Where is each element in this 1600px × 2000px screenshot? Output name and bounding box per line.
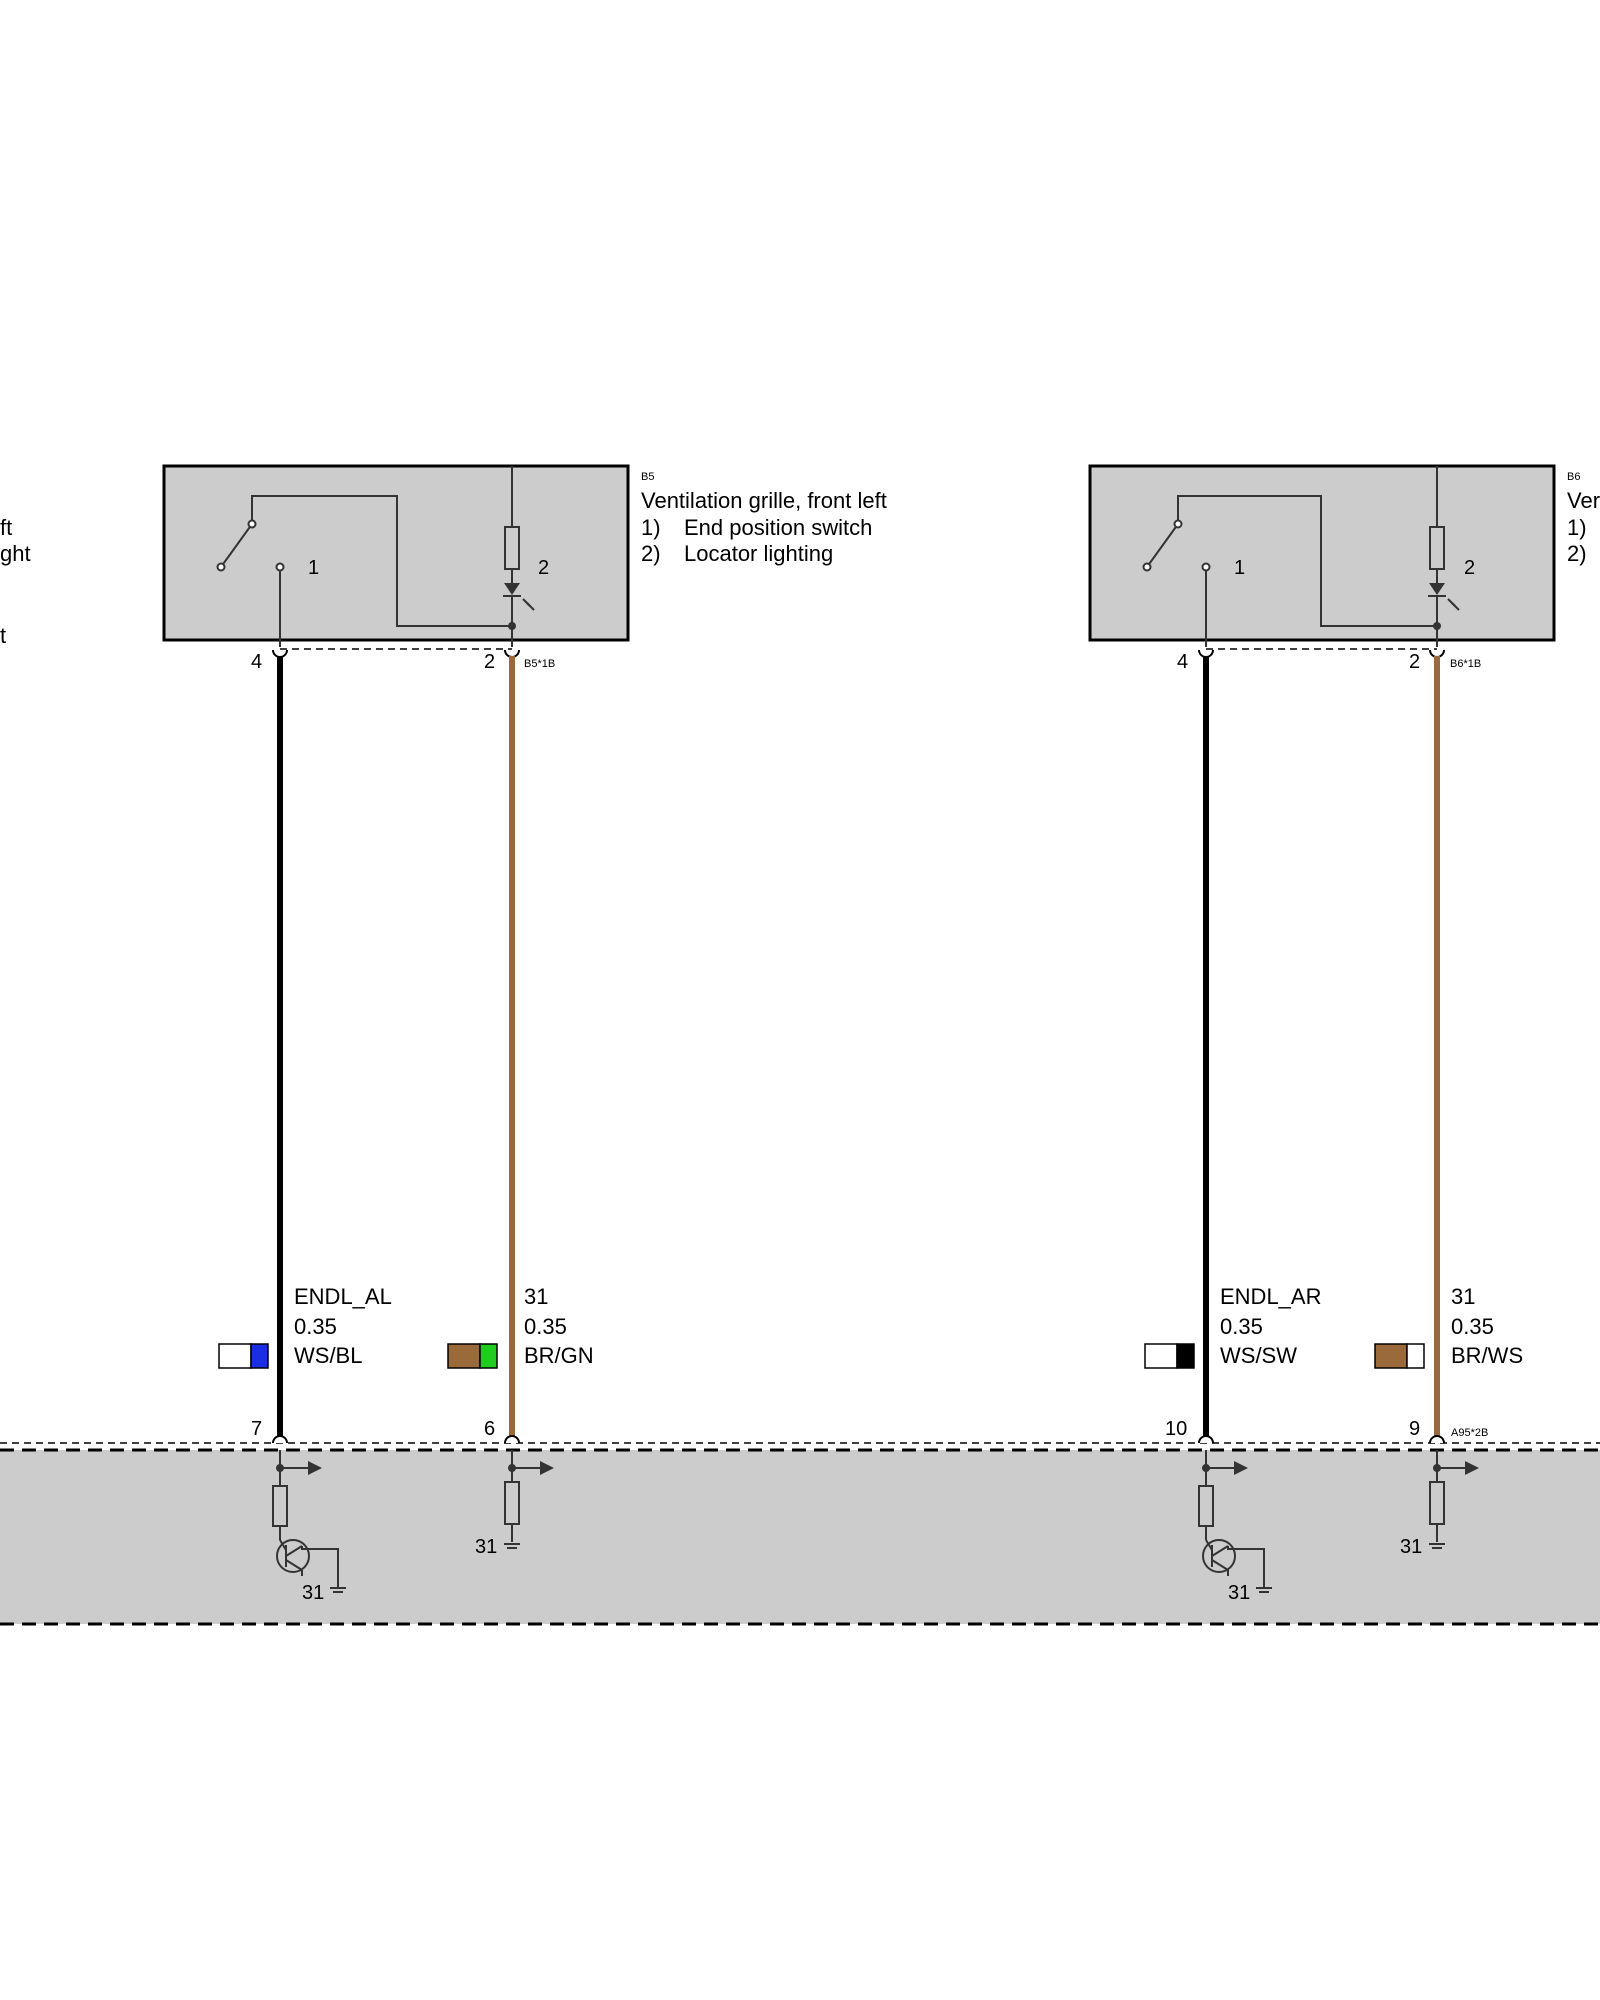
b5-component-id: B5: [641, 471, 654, 483]
b5-pin-4: 4: [251, 651, 262, 673]
b6-connector-id: B6*1B: [1450, 658, 1481, 670]
b6-pin-2-terminal: [1429, 649, 1445, 658]
wire-color-swatch-2: [479, 1343, 498, 1369]
b6-component-id: B6: [1567, 471, 1580, 483]
b6-internal-label-2: 2: [1464, 557, 1475, 579]
ground-label-31: 31: [1400, 1536, 1422, 1558]
component-b6: 1 2 B6 Ver 1) 2) 4 2 B6*1B: [1088, 464, 1600, 673]
wire-color-code: BR/WS: [1451, 1343, 1523, 1368]
wire-label-endl-ar: ENDL_AR 0.35 WS/SW: [1144, 1284, 1321, 1369]
end-position-switch-icon: [1142, 495, 1437, 647]
module-pin-6: 6: [484, 1418, 495, 1440]
wire-color-swatch-1: [447, 1343, 481, 1369]
module-pin-6-terminal: [504, 1435, 520, 1444]
transistor-input-icon: [1198, 1450, 1272, 1593]
b6-item-2-num: 2): [1567, 541, 1587, 566]
wire-label-endl-al: ENDL_AL 0.35 WS/BL: [218, 1284, 392, 1369]
b5-title: Ventilation grille, front left: [641, 488, 887, 513]
module-pin-10: 10: [1165, 1418, 1187, 1440]
b6-title: Ver: [1567, 488, 1600, 513]
wire-color-swatch-1: [1144, 1343, 1178, 1369]
control-module-a95: 7 6 10 9 A95*2B 31: [0, 1418, 1600, 1626]
left-fragment-1: ft: [0, 515, 12, 540]
wire-size: 0.35: [1220, 1314, 1263, 1339]
locator-lighting-icon: [1428, 466, 1460, 647]
b5-internal-label-2: 2: [538, 557, 549, 579]
left-fragment-3: t: [0, 623, 6, 648]
wire-color-swatch-2: [1406, 1343, 1425, 1369]
wire-color-swatch-1: [218, 1343, 252, 1369]
wire-signal: ENDL_AR: [1220, 1284, 1321, 1309]
module-pin-7-terminal: [272, 1435, 288, 1444]
b6-item-1-num: 1): [1567, 515, 1587, 540]
b6-pin-2: 2: [1409, 651, 1420, 673]
wire-color-code: WS/SW: [1220, 1343, 1297, 1368]
b5-internal-label-1: 1: [308, 557, 319, 579]
module-pin-9-terminal: [1429, 1435, 1445, 1444]
module-connector-id: A95*2B: [1451, 1427, 1488, 1439]
b6-internal-label-1: 1: [1234, 557, 1245, 579]
locator-lighting-icon: [503, 466, 535, 647]
wire-color-swatch-2: [1176, 1343, 1195, 1369]
wire-color-code: WS/BL: [294, 1343, 362, 1368]
wire-size: 0.35: [1451, 1314, 1494, 1339]
b5-item-2-text: Locator lighting: [684, 541, 833, 566]
b5-pin-4-terminal: [272, 649, 288, 658]
wire-color-swatch-2: [250, 1343, 269, 1369]
transistor-input-icon: [272, 1450, 346, 1593]
b6-pin-4-terminal: [1198, 649, 1214, 658]
component-b5: 1 2 B5 Ventilation grille, front left 1)…: [162, 464, 887, 673]
wire-signal: 31: [524, 1284, 548, 1309]
wire-label-31-br-gn: 31 0.35 BR/GN: [447, 1284, 594, 1369]
wire-signal: 31: [1451, 1284, 1475, 1309]
b5-pin-2: 2: [484, 651, 495, 673]
pulldown-resistor-icon: [504, 1450, 554, 1549]
pulldown-resistor-icon: [1429, 1450, 1479, 1549]
module-pin-7: 7: [251, 1418, 262, 1440]
b5-pin-2-terminal: [504, 649, 520, 658]
wire-size: 0.35: [294, 1314, 337, 1339]
b6-pin-4: 4: [1177, 651, 1188, 673]
b5-connector-id: B5*1B: [524, 658, 555, 670]
module-pin-9: 9: [1409, 1418, 1420, 1440]
wire-label-31-br-ws: 31 0.35 BR/WS: [1374, 1284, 1523, 1369]
ground-label-31: 31: [302, 1582, 324, 1604]
end-position-switch-icon: [216, 495, 512, 647]
module-pin-10-terminal: [1198, 1435, 1214, 1444]
b5-item-1-text: End position switch: [684, 515, 872, 540]
left-fragment-2: ght: [0, 541, 31, 566]
module-box: [0, 1450, 1600, 1624]
wire-size: 0.35: [524, 1314, 567, 1339]
wire-color-code: BR/GN: [524, 1343, 594, 1368]
ground-label-31: 31: [1228, 1582, 1250, 1604]
b5-item-1-num: 1): [641, 515, 661, 540]
ground-label-31: 31: [475, 1536, 497, 1558]
wire-color-swatch-1: [1374, 1343, 1408, 1369]
wire-signal: ENDL_AL: [294, 1284, 392, 1309]
b5-item-2-num: 2): [641, 541, 661, 566]
